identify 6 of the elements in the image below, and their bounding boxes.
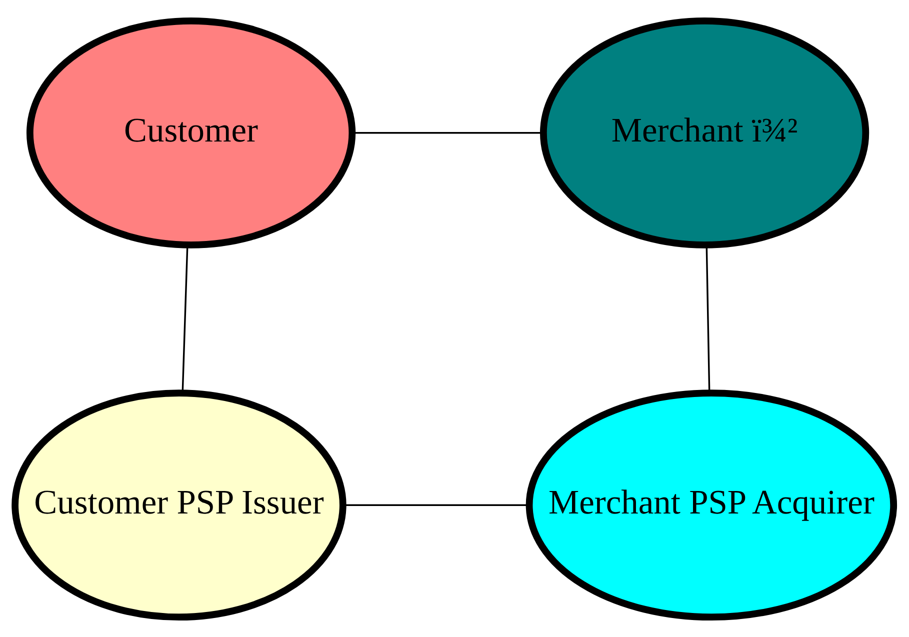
connector: [352, 132, 543, 134]
connector: [343, 504, 529, 506]
node-ellipse: Merchant PSP Acquirer: [526, 389, 898, 620]
node-ellipse: Merchant ï¾²: [540, 16, 870, 248]
node-ellipse: Customer PSP Issuer: [12, 389, 346, 620]
node-ellipse: Customer: [26, 16, 356, 248]
